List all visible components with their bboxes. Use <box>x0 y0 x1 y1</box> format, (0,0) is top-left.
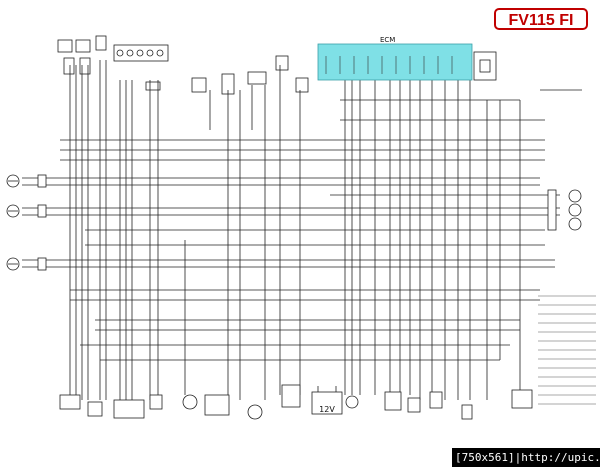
image-size-text: [750x561] <box>455 451 515 464</box>
ecm-module <box>317 43 473 81</box>
footer-separator: | <box>514 451 522 464</box>
battery-voltage-label: 12V <box>319 405 335 414</box>
image-host-link[interactable]: http://upic.me/ <box>521 451 600 464</box>
ecm-label: ECM <box>380 36 396 44</box>
model-title: FV115 FI <box>494 8 588 30</box>
image-host-footer: [750x561]|http://upic.me/ <box>452 448 600 467</box>
